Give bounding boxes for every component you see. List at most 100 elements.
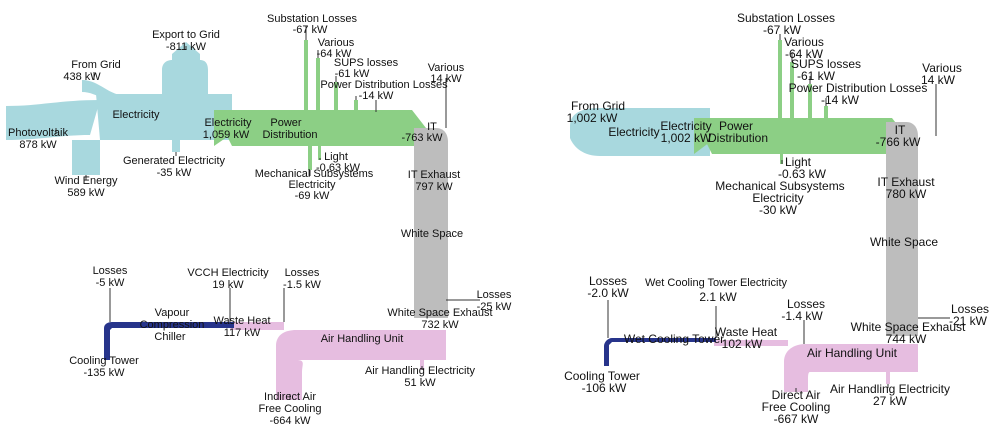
left-electricity-flows xyxy=(6,42,232,175)
right-pdl-label: Power Distribution Losses xyxy=(789,81,928,95)
left-mech-label-2: Electricity xyxy=(288,179,336,191)
right-substation-stub xyxy=(778,40,782,118)
left-light-value: -0.63 kW xyxy=(316,162,361,174)
left-it-value: -763 kW xyxy=(402,132,444,144)
right-losses-2-value: -1.4 kW xyxy=(781,309,823,323)
right-various-a-value: -64 kW xyxy=(785,47,824,61)
right-light-value: -0.63 kW xyxy=(778,167,827,181)
left-losses-1-label: Losses xyxy=(93,265,128,277)
left-elec-out-value: 1,059 kW xyxy=(203,129,250,141)
right-power-label-2: Distribution xyxy=(708,131,768,145)
right-it-column xyxy=(886,122,918,336)
right-pdl-stub xyxy=(824,106,828,118)
right-it-label: IT xyxy=(895,123,906,137)
left-photovoltaik-label: Photovoltaik xyxy=(8,127,68,139)
right-power-arrow xyxy=(694,118,718,154)
left-waste-heat-value: 117 kW xyxy=(224,327,261,339)
left-mech-stub xyxy=(308,146,312,170)
left-ws-exhaust-value: 732 kW xyxy=(421,319,459,331)
left-various-a-value: -64 kW xyxy=(317,48,352,60)
left-air-handling-label: Air Handling Unit xyxy=(321,333,404,345)
left-sups-label: SUPS losses xyxy=(334,57,399,69)
left-losses-r-value: -25 kW xyxy=(477,301,512,313)
left-ws-exhaust-label: White Space Exhaust xyxy=(387,307,492,319)
right-ahe-value: 27 kW xyxy=(873,394,908,408)
left-it-exhaust-label: IT Exhaust xyxy=(408,169,460,181)
left-various-a-label: Various xyxy=(318,37,355,49)
left-it-exhaust-value: 797 kW xyxy=(415,181,453,193)
left-vapour-label-2: Compression xyxy=(140,319,205,331)
left-mech-label-1: Mechanical Subsystems xyxy=(255,168,374,180)
right-substation-label: Substation Losses xyxy=(737,11,835,25)
left-cooling-flow xyxy=(104,322,234,360)
right-mech-label-2: Electricity xyxy=(752,191,803,205)
left-electricity-label: Electricity xyxy=(112,109,160,121)
right-wet-ct-label: Wet Cooling Tower xyxy=(624,332,724,346)
right-sups-value: -61 kW xyxy=(797,69,836,83)
left-losses-r-label: Losses xyxy=(477,289,512,301)
left-waste-heat-label: Waste Heat xyxy=(213,315,270,327)
right-pdl-value: -14 kW xyxy=(821,93,860,107)
right-labels: Substation Losses -67 kW Various -64 kW … xyxy=(564,11,989,426)
right-various-b-value: 14 kW xyxy=(921,73,956,87)
left-indirect-label-2: Free Cooling xyxy=(259,403,322,415)
left-vcch-value: 19 kW xyxy=(212,279,244,291)
left-losses-2-label: Losses xyxy=(285,267,320,279)
left-white-space-label: White Space xyxy=(401,228,463,240)
left-wind-value: 589 kW xyxy=(67,187,105,199)
right-wcte-label: Wet Cooling Tower Electricity xyxy=(645,277,788,289)
left-various-b-value: 14 kW xyxy=(430,73,462,85)
left-sankey xyxy=(6,40,448,400)
right-various-a-stub xyxy=(790,62,794,118)
right-sups-label: SUPS losses xyxy=(791,57,861,71)
right-waste-heat-label: Waste Heat xyxy=(715,325,778,339)
left-generated-flow xyxy=(172,140,180,152)
right-ws-exhaust-label: White Space Exhaust xyxy=(851,320,966,334)
left-wind-label: Wind Energy xyxy=(55,175,118,187)
right-cooling-label: Cooling Tower xyxy=(564,369,640,383)
right-losses-r-value: -21 kW xyxy=(949,314,988,328)
right-electricity-node xyxy=(570,108,710,156)
left-white-space-exhaust xyxy=(414,300,448,318)
left-indirect-value: -664 kW xyxy=(270,415,312,427)
left-it-label: IT xyxy=(427,121,437,133)
left-indirect-label-1: Indirect Air xyxy=(264,391,316,403)
left-photovoltaik-value: 878 kW xyxy=(19,139,57,151)
right-power-distribution xyxy=(694,118,906,154)
right-it-exhaust-value: 780 kW xyxy=(886,187,927,201)
left-losses-2-value: -1.5 kW xyxy=(283,279,322,291)
left-light-stub xyxy=(318,146,321,160)
right-air-handling-body xyxy=(784,344,918,392)
right-various-b-label: Various xyxy=(922,61,962,75)
right-direct-value: -667 kW xyxy=(774,412,819,426)
left-mech-value: -69 kW xyxy=(295,190,330,202)
right-losses-1-label: Losses xyxy=(589,274,627,288)
left-cooling-value: -135 kW xyxy=(84,367,126,379)
left-pdl-label: Power Distribution Losses xyxy=(320,79,448,91)
left-vcch-label: VCCH Electricity xyxy=(187,267,269,279)
left-various-a-stub xyxy=(316,58,320,110)
right-it-value: -766 kW xyxy=(876,135,921,149)
left-cooling-label: Cooling Tower xyxy=(69,355,139,367)
right-substation-value: -67 kW xyxy=(763,23,802,37)
right-elec-out-label: Electricity xyxy=(660,119,711,133)
right-waste-heat-value: 102 kW xyxy=(722,337,763,351)
left-substation-value: -67 kW xyxy=(293,24,328,36)
right-losses-r-label: Losses xyxy=(951,302,989,316)
left-it-column xyxy=(414,128,448,318)
left-sups-stub xyxy=(334,82,338,110)
left-from-grid-label: From Grid xyxy=(71,59,121,71)
right-light-stub xyxy=(780,154,783,164)
right-mech-label-1: Mechanical Subsystems xyxy=(715,179,844,193)
left-sups-value: -61 kW xyxy=(335,68,370,80)
right-cooling-flow xyxy=(604,338,716,366)
left-electricity-node xyxy=(96,94,232,140)
left-export-value: -811 kW xyxy=(166,41,207,53)
left-from-grid-value: 438 kW xyxy=(63,71,101,83)
right-power-label-1: Power xyxy=(719,119,753,133)
right-air-handling-label: Air Handling Unit xyxy=(807,346,898,360)
left-export-label: Export to Grid xyxy=(152,29,220,41)
left-pdl-stub xyxy=(354,100,358,110)
